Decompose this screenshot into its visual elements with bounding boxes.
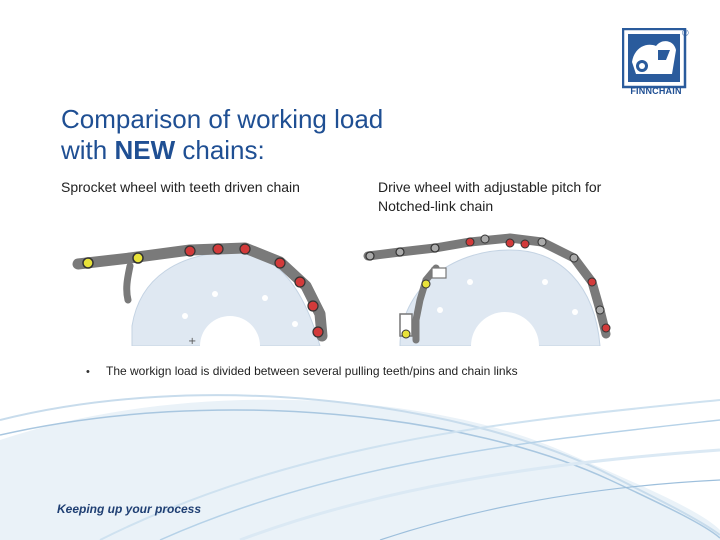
registered-mark: ®: [682, 28, 689, 38]
finnchain-logo-icon: [622, 28, 687, 89]
title-line-2: with NEW chains:: [61, 135, 383, 166]
drive-wheel-illustration: [363, 233, 611, 346]
caption-right-line-2: Notched-link chain: [378, 198, 494, 214]
sprocket-wheel-illustration: +: [72, 242, 328, 347]
wave-decoration: [0, 394, 720, 540]
caption-sprocket: Sprocket wheel with teeth driven chain: [61, 179, 300, 195]
footer-tagline: Keeping up your process: [57, 502, 202, 516]
brand-name: FINNCHAIN: [630, 86, 682, 96]
title-prefix: with: [61, 135, 115, 165]
title-line-1: Comparison of working load: [61, 104, 384, 134]
slide-title: Comparison of working load with NEW chai…: [61, 104, 383, 166]
caption-right-line-1: Drive wheel with adjustable pitch for: [378, 179, 602, 195]
svg-text:+: +: [188, 336, 196, 347]
bullet-marker: •: [86, 366, 90, 378]
caption-drive-wheel: Drive wheel with adjustable pitch for No…: [378, 178, 601, 216]
bullet-text: The workign load is divided between seve…: [106, 364, 518, 378]
title-suffix: chains:: [175, 135, 265, 165]
title-bold-word: NEW: [114, 135, 176, 165]
